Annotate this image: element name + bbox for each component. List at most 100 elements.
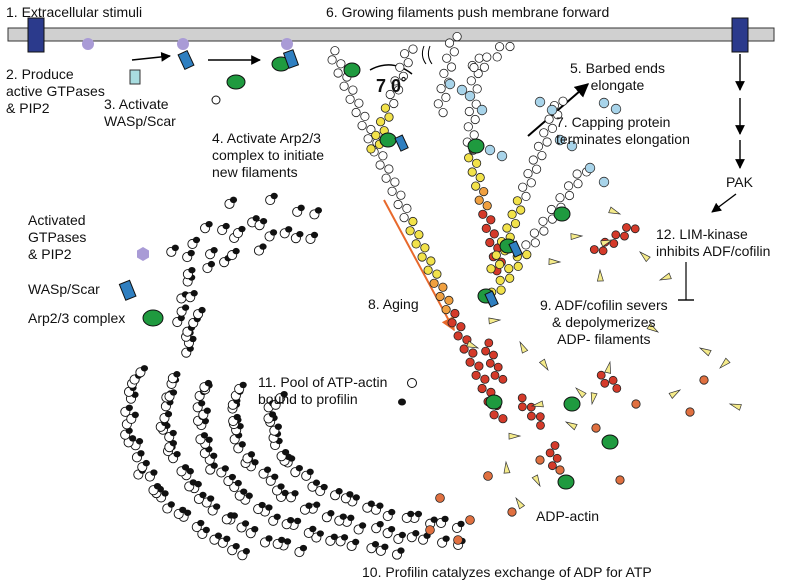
capping-protein [464,90,476,102]
label-step1: 1. Extracellular stimuli [6,4,143,20]
profilin [284,453,293,461]
adp-actin-monomer [425,525,435,535]
actin-subunit [396,190,406,200]
cofilin-wedge [575,387,587,399]
profilin [271,473,279,480]
legend-wasp-label: WASp/Scar [28,281,100,297]
actin-subunit [479,187,489,197]
cofilin-wedge [646,323,660,333]
actin-subunit [564,190,575,201]
profilin [169,439,177,447]
profilin [335,488,343,495]
profilin [161,490,169,497]
label-step5: 5. Barbed ends elongate [570,60,665,93]
actin-subunit [357,121,367,131]
profilin [238,225,246,233]
profilin [285,226,293,233]
label-step6: 6. Growing filaments push membrane forwa… [326,4,610,20]
profilin [245,492,253,499]
profilin [239,381,247,389]
actin-subunit [408,44,418,54]
wasp-protein [508,240,523,258]
profilin [330,533,338,541]
cofilin-wedge [608,206,622,215]
wasp-active [282,49,300,69]
profilin [181,304,190,311]
actin-subunit [505,41,515,52]
profilin [228,473,236,481]
actin-subunit [336,59,346,69]
actin-subunit [385,89,395,100]
cofilin-wedge [639,251,651,263]
wasp-inactive [129,69,141,85]
wasp-active [177,49,195,71]
profilin-actin-pool [120,192,709,561]
adp-actin-subunit [608,375,618,385]
adp-actin-subunit [609,239,619,248]
profilin [398,531,406,539]
profilin [199,491,207,499]
actin-subunit [510,219,521,229]
profilin [320,483,328,491]
cofilin-wedge [668,389,682,399]
branch-angle-arc [369,64,413,75]
actin-subunit [529,228,540,238]
cofilin-wedge [590,392,598,406]
capping-protein [566,140,578,152]
profilin [352,494,360,501]
gtpase-dot [177,38,189,50]
cofilin-wedge [531,474,541,488]
actin-subunit [507,209,517,219]
arp-complex [467,138,485,154]
actin-subunit [513,261,523,271]
actin-subunit [426,256,436,266]
profilin [198,306,206,314]
profilin [310,231,319,239]
actin-subunit [464,153,474,163]
label-step7: 7. Capping protein terminates elongation [556,114,690,147]
actin-subunit [420,243,430,253]
profilin [442,535,450,542]
profilin [412,530,420,537]
actin-subunit [399,49,410,59]
profilin [232,542,240,550]
actin-subunit [558,96,568,106]
profilin [291,490,299,497]
adp-actin-monomer [615,475,625,485]
profilin [251,459,259,466]
cofilin-wedge [658,272,672,281]
actin-subunit [444,295,454,305]
profilin [274,423,282,430]
actin-subunit [390,177,400,187]
actin-subunit [481,223,491,233]
profilin [316,530,324,537]
adp-actin-subunit [490,370,500,380]
label-step2: 2. Produce active GTPases & PIP2 [6,66,105,116]
profilin [407,510,415,518]
actin-subunit [436,84,446,94]
adp-actin-subunit [527,411,536,421]
actin-subunit [521,191,531,201]
profilin [388,508,396,516]
profilin [309,525,317,533]
profilin [299,544,308,552]
cofilin-wedge [548,258,562,266]
profilin [371,541,380,548]
adp-actin-subunit [517,393,527,403]
actin-subunit [429,278,439,288]
adp-actin-subunit [481,346,491,356]
capping-protein [598,176,610,188]
wasp-protein [484,290,499,308]
profilin [125,404,133,412]
cofilin-wedge [503,460,511,474]
legend-wasp-icon [118,279,137,301]
profilin [190,290,198,297]
actin-subunit [544,114,554,124]
actin-subunit [414,230,424,240]
capping-protein [610,103,622,115]
profilin [340,534,349,541]
actin-subunit [363,134,373,144]
actin-subunit [444,38,455,48]
profilin [376,502,384,509]
capping-protein [534,96,546,108]
